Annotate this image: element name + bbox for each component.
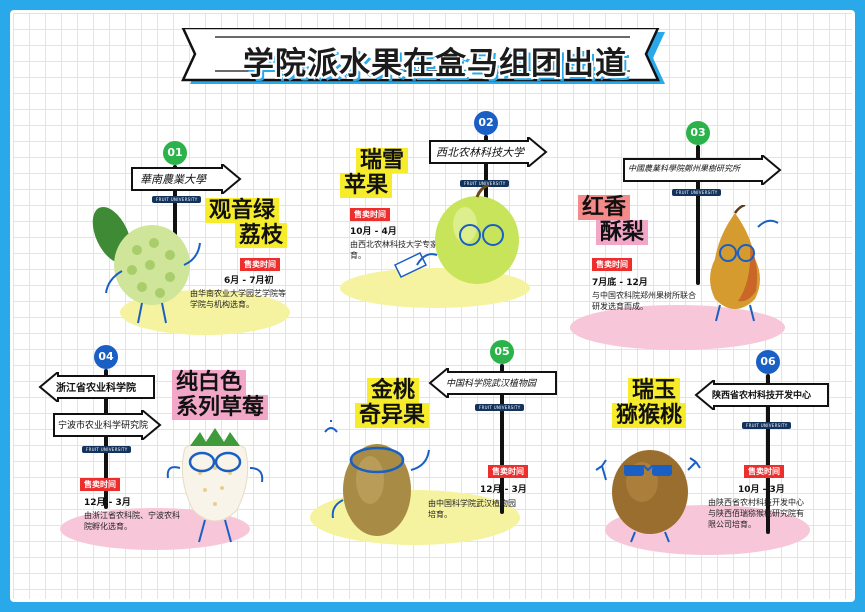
season-01: 6月 - 7月初 — [224, 276, 274, 286]
signpost-arrow-04b — [53, 410, 162, 440]
page-title: 学院派水果在盒马组团出道 — [243, 46, 627, 82]
description-05: 由中国科学院武汉植物园培育。 — [428, 499, 516, 519]
signpost-arrow-02 — [429, 137, 548, 167]
signpost-pole-06 — [766, 374, 770, 534]
university-tag-03: FRUIT UNIVERSITY — [672, 189, 722, 196]
season-06: 10月 - 3月 — [738, 485, 785, 495]
number-badge-05: 05 — [490, 340, 514, 364]
signpost-pole-01 — [173, 165, 177, 295]
kiwi-icon — [324, 420, 430, 536]
blob-3 — [570, 305, 785, 350]
signpost-pole-04 — [104, 369, 108, 509]
university-tag-05: FRUIT UNIVERSITY — [475, 404, 525, 411]
season-04: 12月 - 3月 — [84, 498, 131, 508]
university-tag-06: FRUIT UNIVERSITY — [742, 422, 792, 429]
description-02: 由西北农林科技大学专家培育。 — [350, 240, 446, 260]
signpost-arrow-05 — [428, 368, 557, 398]
kiwifruit-icon — [595, 450, 701, 543]
season-label-02: 售卖时间 — [350, 208, 390, 221]
university-tag-01: FRUIT UNIVERSITY — [152, 196, 202, 203]
sign-text-01: 華南農業大學 — [140, 173, 206, 186]
signpost-pole-03 — [696, 145, 700, 285]
signpost-arrow-03 — [623, 155, 782, 185]
season-label-01: 售卖时间 — [240, 258, 280, 271]
sign-text-05: 中国科学院武汉植物园 — [446, 379, 537, 389]
university-tag-04: FRUIT UNIVERSITY — [82, 446, 132, 453]
university-tag-02: FRUIT UNIVERSITY — [460, 180, 510, 187]
season-label-06: 售卖时间 — [744, 465, 784, 478]
sign-text-06: 陕西省农村科技开发中心 — [712, 391, 812, 401]
season-label-05: 售卖时间 — [488, 465, 528, 478]
signpost-arrow-06 — [694, 380, 829, 410]
fruit-name-05: 金桃 奇异果 — [355, 378, 430, 428]
apple-icon — [393, 185, 519, 284]
fruit-name-03: 红香 酥梨 — [578, 195, 649, 245]
lychee-icon — [92, 206, 201, 324]
signpost-arrow-04 — [38, 372, 155, 402]
sign-text-03: 中國農業科學院鄭州果樹研究所 — [628, 164, 740, 173]
number-badge-03: 03 — [686, 121, 710, 145]
sign-text-04b: 宁波市农业科学研究院 — [58, 421, 149, 431]
season-label-03: 售卖时间 — [592, 258, 632, 271]
season-03: 7月底 - 12月 — [592, 278, 648, 288]
description-01: 由华南农业大学园艺学院等学院与机构选育。 — [190, 289, 286, 309]
description-06: 由陕西省农村科技开发中心与陕西佰瑞猕猴桃研究院有限公司培育。 — [708, 498, 804, 529]
signpost-pole-05 — [500, 364, 504, 514]
fruit-name-02: 瑞雪 苹果 — [340, 148, 409, 198]
signpost-arrow-01 — [131, 164, 242, 194]
description-03: 与中国农科院郑州果树所联合研发选育而成。 — [592, 291, 696, 311]
fruit-name-06: 瑞玉 猕猴桃 — [612, 378, 687, 428]
description-04: 由浙江省农科院、宁波农科院孵化选育。 — [84, 511, 180, 531]
number-badge-04: 04 — [94, 345, 118, 369]
title-banner — [181, 28, 665, 84]
strawberry-icon — [166, 428, 264, 543]
fruit-name-01: 观音绿 荔枝 — [205, 198, 288, 248]
pear-icon — [710, 205, 779, 322]
number-badge-01: 01 — [163, 141, 187, 165]
number-badge-06: 06 — [756, 350, 780, 374]
season-05: 12月 - 3月 — [480, 485, 527, 495]
season-label-04: 售卖时间 — [80, 478, 120, 491]
number-badge-02: 02 — [474, 111, 498, 135]
sign-text-02: 西北农林科技大学 — [436, 146, 524, 159]
fruit-name-04: 纯白色 系列草莓 — [172, 370, 269, 420]
season-02: 10月 - 4月 — [350, 227, 397, 237]
sign-text-04: 浙江省农业科学院 — [56, 383, 136, 394]
